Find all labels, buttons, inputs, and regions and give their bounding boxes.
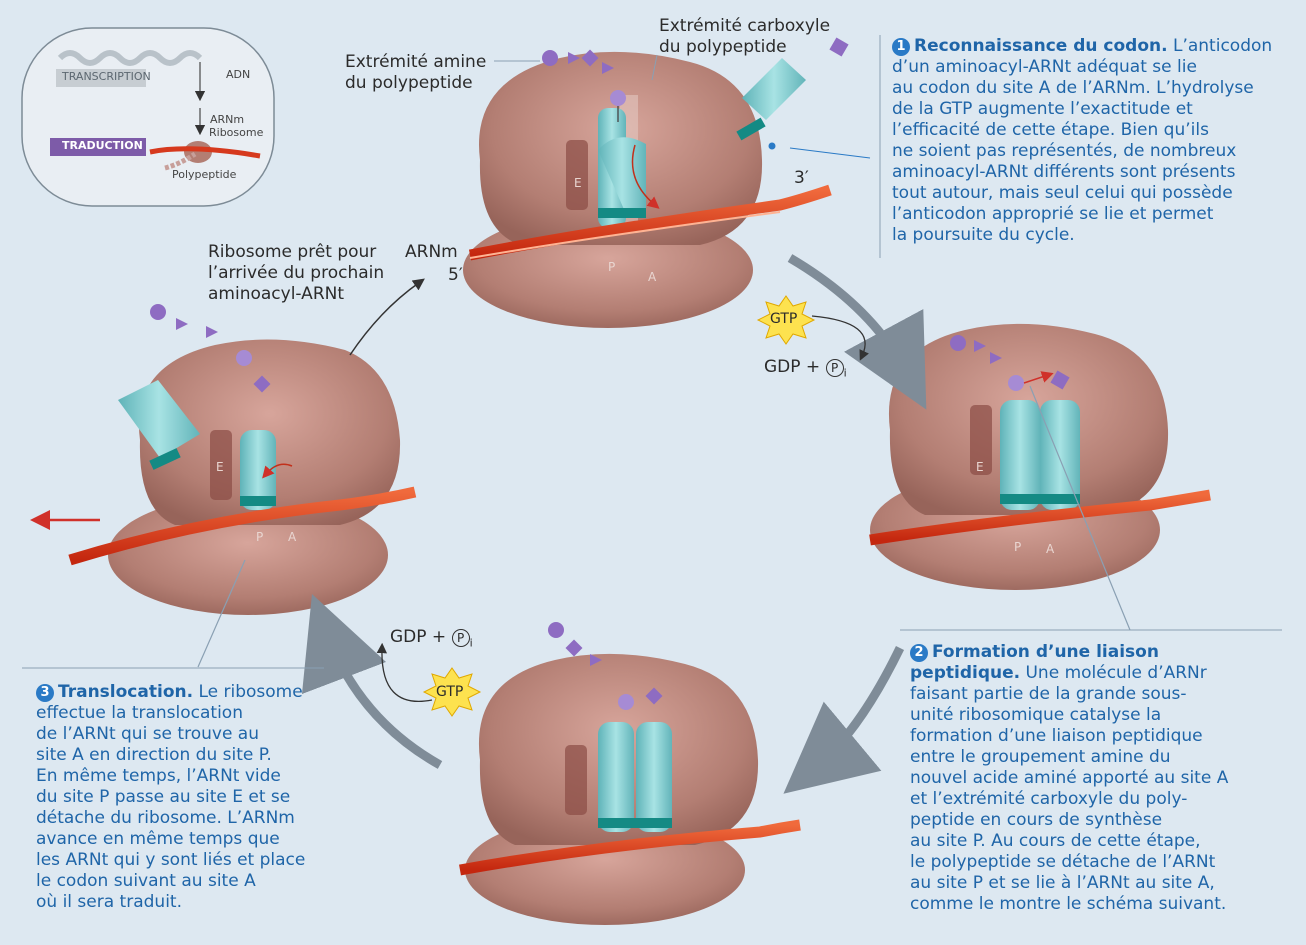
step1-line-7: tout autour, mais seul celui qui possède: [892, 183, 1300, 204]
phosphate-icon: P: [452, 629, 470, 647]
step2-number-icon: 2: [910, 644, 928, 662]
step2-line-11: comme le montre le schéma suivant.: [910, 894, 1300, 915]
step3-line-10: où il sera traduit.: [36, 892, 356, 913]
site-a-top: A: [648, 270, 656, 284]
step3-line-1: effectue la translocation: [36, 703, 356, 724]
step3-title: Translocation.: [58, 682, 193, 702]
site-e-right: E: [976, 460, 984, 474]
gtp-label-right: GTP: [770, 310, 797, 328]
site-a-left: A: [288, 530, 296, 544]
step2-line-9: le polypeptide se détache de l’ARNt: [910, 852, 1300, 873]
step1-line-9: la poursuite du cycle.: [892, 225, 1300, 246]
site-p-right: P: [1014, 540, 1021, 554]
inset-ribosome-label: Ribosome: [209, 126, 263, 140]
step1-line-5: ne soient pas représentés, de nombreux: [892, 141, 1300, 162]
site-p-top: P: [608, 260, 615, 274]
step2-line-0: peptidique. Une molécule d’ARNr: [910, 663, 1300, 684]
three-prime-label: 3′: [794, 168, 809, 189]
step1-line-8: l’anticodon approprié se lie et permet: [892, 204, 1300, 225]
step2-line-8: au site P. Au cours de cette étape,: [910, 831, 1300, 852]
gdp-text-left: GDP +: [390, 627, 446, 647]
step2-line-2: unité ribosomique catalyse la: [910, 705, 1300, 726]
inset-transcription-label: TRANSCRIPTION: [62, 70, 151, 84]
step1-line-0-text: L’anticodon: [1173, 36, 1272, 56]
step2-line-1: faisant partie de la grande sous-: [910, 684, 1300, 705]
step3-line-7: avance en même temps que: [36, 829, 356, 850]
carboxyl-end-label-1: Extrémité carboxyle: [659, 16, 830, 37]
gtp-label-left: GTP: [436, 683, 463, 701]
step2-line-7: peptide en cours de synthèse: [910, 810, 1300, 831]
phosphate-subscript: i: [844, 366, 847, 379]
step1-line-3: de la GTP augmente l’exactitude et: [892, 99, 1300, 120]
ribosome-ready-label-1: Ribosome prêt pour: [208, 242, 376, 263]
step1-line-1: d’un aminoacyl-ARNt adéquat se lie: [892, 57, 1300, 78]
step2-line-4: entre le groupement amine du: [910, 747, 1300, 768]
step2-line-10: au site P et se lie à l’ARNt au site A,: [910, 873, 1300, 894]
step1-title: Reconnaissance du codon.: [914, 36, 1168, 56]
step3-line-2: de l’ARNt qui se trouve au: [36, 724, 356, 745]
step3-line-5: du site P passe au site E et se: [36, 787, 356, 808]
amine-end-label-2: du polypeptide: [345, 73, 473, 94]
step1-number-icon: 1: [892, 38, 910, 56]
step2-title-2: peptidique.: [910, 663, 1020, 683]
mrna-label: ARNm: [405, 242, 458, 263]
phosphate-subscript: i: [470, 636, 473, 649]
step3-line-8: les ARNt qui y sont liés et place: [36, 850, 356, 871]
site-p-left: P: [256, 530, 263, 544]
ribosome-step-bottom: [460, 622, 800, 925]
gdp-text-right: GDP +: [764, 357, 820, 377]
carboxyl-end-label-2: du polypeptide: [659, 37, 787, 58]
step2-title-1: Formation d’une liaison: [932, 642, 1159, 662]
step2-line-6: et l’extrémité carboxyle du poly-: [910, 789, 1300, 810]
inset-traduction-label: TRADUCTION: [62, 139, 143, 153]
five-prime-label: 5′: [448, 265, 463, 286]
site-a-right: A: [1046, 542, 1054, 556]
step2-line-5: nouvel acide aminé apporté au site A: [910, 768, 1300, 789]
inset-arnm-label: ARNm: [210, 113, 244, 127]
step3-number-icon: 3: [36, 684, 54, 702]
ribosome-ready-label-3: aminoacyl-ARNt: [208, 284, 344, 305]
ribosome-step-right: [870, 324, 1210, 630]
inset-adn-label: ADN: [226, 68, 250, 82]
step2-line-0-text: Une molécule d’ARNr: [1025, 663, 1206, 683]
step2-line-3: formation d’une liaison peptidique: [910, 726, 1300, 747]
ribosome-ready-label-2: l’arrivée du prochain: [208, 263, 384, 284]
step1-line-4: l’efficacité de cette étape. Bien qu’ils: [892, 120, 1300, 141]
step3-line-4: En même temps, l’ARNt vide: [36, 766, 356, 787]
phosphate-icon: P: [826, 359, 844, 377]
step3-line-3: site A en direction du site P.: [36, 745, 356, 766]
site-e-left: E: [216, 460, 224, 474]
step3-line-0-text: Le ribosome: [198, 682, 302, 702]
step3-line-6: détache du ribosome. L’ARNm: [36, 808, 356, 829]
amine-end-label-1: Extrémité amine: [345, 52, 486, 73]
site-e-top: E: [574, 176, 582, 190]
step1-line-2: au codon du site A de l’ARNm. L’hydrolys…: [892, 78, 1300, 99]
step1-line-6: aminoacyl-ARNt différents sont présents: [892, 162, 1300, 183]
inset-polypeptide-label: Polypeptide: [172, 168, 236, 182]
ribosome-step-left: [40, 304, 415, 667]
step3-line-9: le codon suivant au site A: [36, 871, 356, 892]
